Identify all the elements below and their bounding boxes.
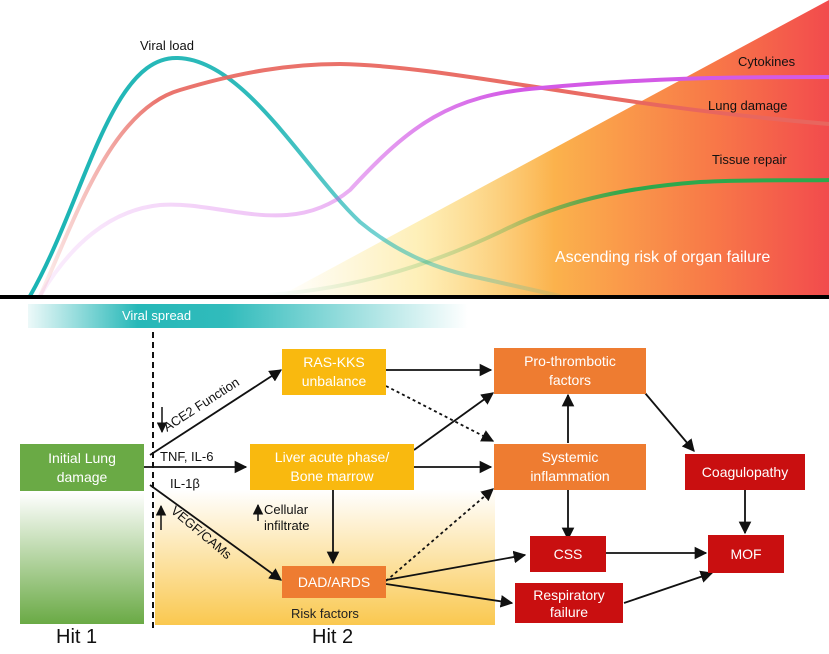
box-liver-bone-marrow: Liver acute phase/ Bone marrow [250,444,414,490]
box-coagulopathy: Coagulopathy [685,454,805,490]
box-prothrombotic: Pro-thrombotic factors [494,348,646,394]
svg-text:Coagulopathy: Coagulopathy [702,464,788,480]
risk-label: Ascending risk of organ failure [555,249,770,266]
box-systemic-inflammation: Systemic inflammation [494,444,646,490]
infiltrate-label: infiltrate [264,518,310,533]
box-initial-lung-damage: Initial Lung damage [20,444,144,491]
svg-text:factors: factors [549,372,591,388]
ace2-label: ACE2 Function [160,374,242,434]
lung-damage-label: Lung damage [708,98,788,113]
viral-load-curve [28,55,561,298]
cytokines-curve [38,75,829,298]
svg-text:MOF: MOF [730,546,761,562]
box-ras-kks: RAS-KKS unbalance [282,349,386,395]
svg-text:Bone marrow: Bone marrow [290,468,374,484]
il1b-label: IL-1β [170,476,200,491]
svg-text:CSS: CSS [554,546,583,562]
tissue-repair-label: Tissue repair [712,152,787,167]
tnf-label: TNF, IL-6 [160,449,213,464]
svg-text:Systemic: Systemic [542,449,599,465]
arrows [144,363,752,608]
hit1-label: Hit 1 [56,626,97,648]
svg-text:unbalance: unbalance [302,373,367,389]
risk-factors-label: Risk factors [291,606,359,621]
svg-text:Pro-thrombotic: Pro-thrombotic [524,353,616,369]
viral-spread-band [28,304,468,328]
hit1-column [20,492,144,624]
risk-triangle [280,0,829,296]
tissue-repair-curve [249,178,829,298]
svg-text:DAD/ARDS: DAD/ARDS [298,574,370,590]
svg-text:RAS-KKS: RAS-KKS [303,354,364,370]
viral-spread-label: Viral spread [122,308,191,323]
lung-damage-curve [38,61,829,297]
viral-load-label: Viral load [140,38,194,53]
svg-text:damage: damage [57,469,108,485]
svg-text:failure: failure [550,604,588,620]
cytokines-label: Cytokines [738,54,796,69]
box-respiratory-failure: Respiratory failure [515,583,623,623]
box-mof: MOF [708,535,784,573]
svg-text:Initial Lung: Initial Lung [48,450,116,466]
svg-text:inflammation: inflammation [530,468,609,484]
hit2-label: Hit 2 [312,626,353,648]
risk-factors-band [155,490,495,625]
box-css: CSS [530,536,606,572]
svg-text:Respiratory: Respiratory [533,587,605,603]
box-dad-ards: DAD/ARDS [282,566,386,598]
svg-text:Liver acute phase/: Liver acute phase/ [275,449,390,465]
cellular-label: Cellular [264,502,309,517]
